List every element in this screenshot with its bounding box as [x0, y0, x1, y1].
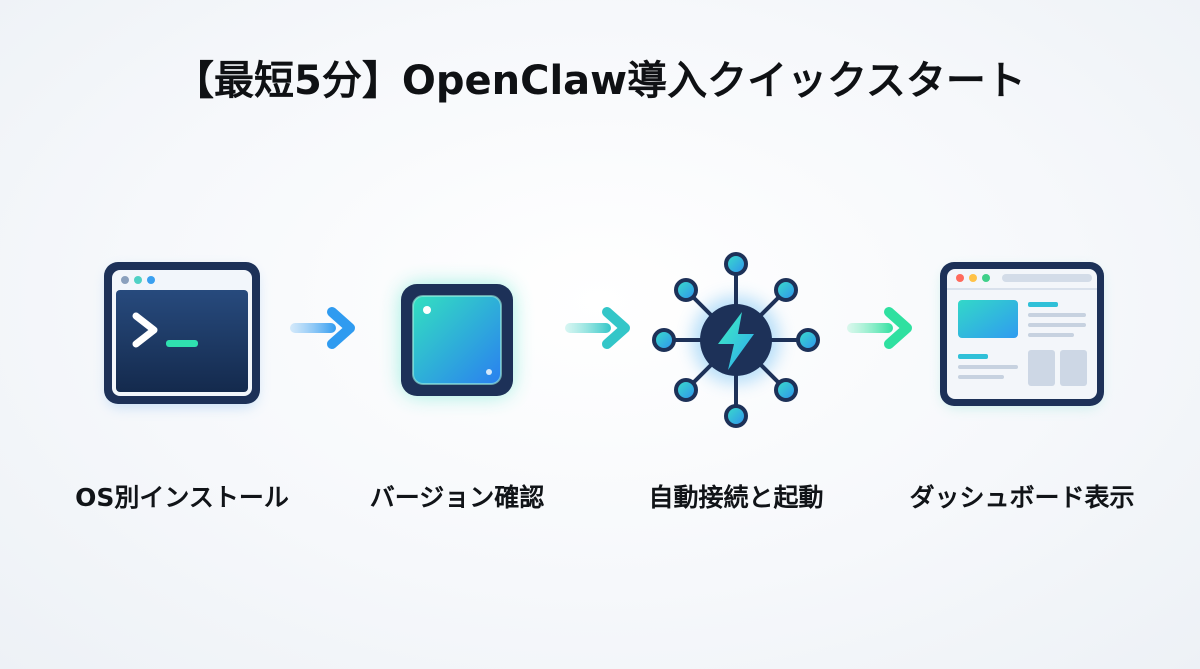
- arrow-right-icon: [563, 306, 633, 350]
- step-label-version: バージョン確認: [369, 483, 545, 512]
- page-title: 【最短5分】OpenClaw導入クイックスタート: [174, 58, 1026, 104]
- step-label-dashboard: ダッシュボード表示: [909, 483, 1135, 512]
- step-label-connect: 自動接続と起動: [648, 483, 824, 512]
- step-label-install: OS別インストール: [75, 483, 289, 512]
- arrow-right-icon: [288, 306, 358, 350]
- chip-icon: [367, 250, 547, 430]
- terminal-window-icon: [92, 250, 272, 430]
- network-bolt-icon: [646, 250, 826, 430]
- dashboard-window-icon: [932, 250, 1112, 430]
- arrow-right-icon: [845, 306, 915, 350]
